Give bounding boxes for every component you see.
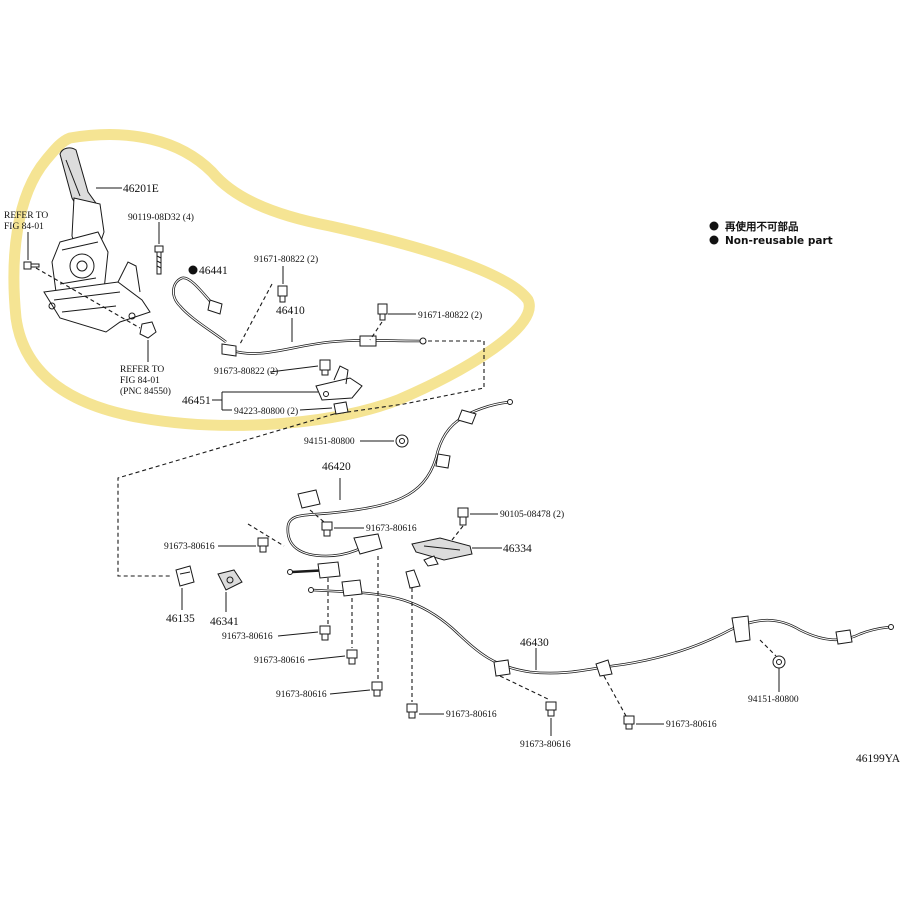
bolt-a bbox=[277, 285, 288, 303]
label-bolt-g: 91673-80616 bbox=[222, 632, 273, 642]
cable-46420-end bbox=[287, 533, 383, 579]
label-bolt-j: 91673-80616 bbox=[446, 710, 497, 720]
clamp-46135 bbox=[175, 565, 195, 587]
bolt-f bbox=[257, 537, 269, 553]
ref-bottom-line3: (PNC 84550) bbox=[120, 386, 171, 397]
ref-left-line1: REFER TO bbox=[4, 211, 48, 221]
label-bolt-e: 91673-80616 bbox=[366, 524, 417, 534]
legend-dot-2 bbox=[709, 235, 719, 245]
label-90119-08D32: 90119-08D32 (4) bbox=[128, 212, 194, 223]
bracket-46451 bbox=[315, 365, 363, 401]
label-bolt-i: 91673-80616 bbox=[276, 690, 327, 700]
bolt-c bbox=[319, 359, 331, 376]
ref-bottom-line1: REFER TO bbox=[120, 365, 164, 375]
highlight-outline bbox=[8, 129, 535, 431]
label-bolt-b: 91671-80822 (2) bbox=[418, 310, 482, 321]
label-bolt-l: 91673-80616 bbox=[666, 720, 717, 730]
bolt-l bbox=[623, 715, 635, 730]
label-bolt-f: 91673-80616 bbox=[164, 542, 215, 552]
label-46420: 46420 bbox=[322, 461, 351, 473]
label-bolt-c: 91673-80822 (2) bbox=[214, 366, 278, 377]
bolt-g bbox=[319, 625, 331, 641]
label-46201E: 46201E bbox=[123, 183, 159, 195]
ref-nut-bottom bbox=[139, 321, 157, 339]
legend-dot-1 bbox=[709, 221, 719, 231]
label-46451: 46451 bbox=[182, 395, 211, 407]
ref-left-line2: FIG 84-01 bbox=[4, 222, 44, 232]
label-bolt-a: 91671-80822 (2) bbox=[254, 254, 318, 265]
label-46341: 46341 bbox=[210, 616, 239, 628]
bolt-j bbox=[406, 703, 418, 719]
bolt-b bbox=[377, 303, 388, 321]
lever-bolt bbox=[154, 245, 164, 275]
nut-a bbox=[333, 401, 349, 415]
parking-brake-lever bbox=[43, 147, 151, 333]
figure-code: 46199YA bbox=[856, 753, 900, 765]
bolt-h bbox=[346, 649, 358, 665]
clamp-46341 bbox=[217, 569, 243, 591]
label-46334: 46334 bbox=[503, 543, 532, 555]
label-bolt-k: 91673-80616 bbox=[520, 740, 571, 750]
bracket-46334 bbox=[411, 537, 473, 567]
bolt-i bbox=[371, 681, 383, 697]
nut-c bbox=[772, 655, 786, 669]
label-46430: 46430 bbox=[520, 637, 549, 649]
ref-bolt-left bbox=[23, 261, 40, 270]
bolt-d bbox=[457, 507, 469, 526]
cable-46410 bbox=[221, 335, 427, 357]
label-nut-c: 94151-80800 bbox=[748, 695, 799, 705]
cable-46420 bbox=[286, 399, 513, 558]
bolt-k bbox=[545, 701, 557, 717]
label-nut-a: 94223-80800 (2) bbox=[234, 406, 298, 417]
cable-46441 bbox=[172, 276, 227, 344]
label-46410: 46410 bbox=[276, 305, 305, 317]
bolt-e bbox=[321, 521, 333, 537]
label-46441: 46441 bbox=[199, 265, 228, 277]
label-nut-b: 94151-80800 bbox=[304, 437, 355, 447]
cable-46430 bbox=[308, 569, 894, 677]
non-reusable-dot-46441 bbox=[188, 265, 198, 275]
label-bolt-d: 90105-08478 (2) bbox=[500, 509, 564, 520]
ref-bottom-line2: FIG 84-01 bbox=[120, 376, 160, 386]
nut-b bbox=[395, 434, 409, 448]
label-46135: 46135 bbox=[166, 613, 195, 625]
legend-english: Non-reusable part bbox=[725, 235, 833, 247]
legend-japanese: 再使用不可部品 bbox=[725, 220, 799, 233]
label-bolt-h: 91673-80616 bbox=[254, 656, 305, 666]
